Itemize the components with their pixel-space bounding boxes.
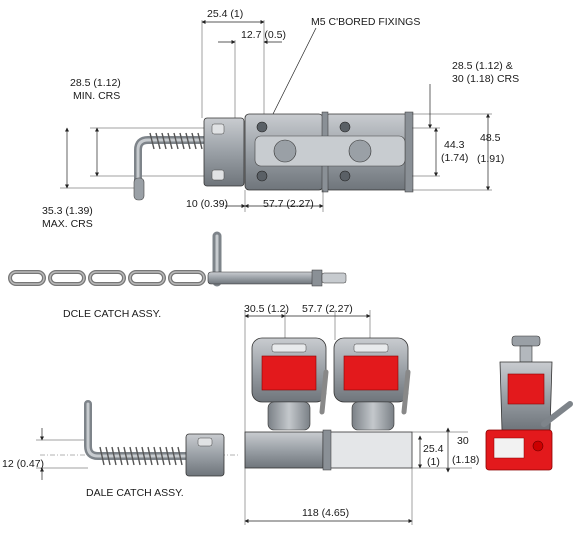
front-view bbox=[244, 310, 472, 525]
dim-118: 118 (4.65) bbox=[302, 507, 349, 519]
top-view bbox=[60, 19, 492, 212]
dim-12: 12 (0.47) bbox=[2, 458, 44, 470]
max-crs-value: 35.3 (1.39) bbox=[42, 205, 93, 217]
dim-48-5-inch: (1.91) bbox=[477, 153, 504, 165]
dim-30-value: 30 bbox=[457, 435, 469, 447]
dim-30-5: 30.5 (1.2) bbox=[244, 303, 289, 315]
dimension-labels: 25.4 (1) 12.7 (0.5) M5 C'BORED FIXINGS 2… bbox=[2, 8, 519, 519]
dim-25-4: 25.4 (1) bbox=[207, 8, 243, 20]
dim-57-7-mid: 57.7 (2.27) bbox=[302, 303, 353, 315]
dim-25-4-v-value: 25.4 bbox=[423, 443, 444, 455]
side-view bbox=[485, 335, 573, 471]
fixings-label: M5 C'BORED FIXINGS bbox=[311, 16, 420, 28]
dcle-catch bbox=[8, 231, 347, 287]
dim-48-5-value: 48.5 bbox=[480, 132, 501, 144]
dim-30-inch: (1.18) bbox=[452, 454, 479, 466]
dim-44-3-value: 44.3 bbox=[444, 139, 465, 151]
dim-12-7: 12.7 (0.5) bbox=[241, 29, 286, 41]
crs-top-line1: 28.5 (1.12) & bbox=[452, 60, 513, 72]
dim-57-7-top: 57.7 (2.27) bbox=[263, 198, 314, 210]
dale-catch bbox=[36, 400, 240, 480]
dim-25-4-v-inch: (1) bbox=[427, 456, 440, 468]
max-crs-label: MAX. CRS bbox=[42, 218, 93, 230]
dim-10: 10 (0.39) bbox=[186, 198, 228, 210]
min-crs-value: 28.5 (1.12) bbox=[70, 77, 121, 89]
min-crs-label: MIN. CRS bbox=[73, 90, 120, 102]
crs-top-line2: 30 (1.18) CRS bbox=[452, 73, 519, 85]
dim-44-3-inch: (1.74) bbox=[441, 152, 468, 164]
dcle-caption: DCLE CATCH ASSY. bbox=[63, 308, 161, 320]
dale-caption: DALE CATCH ASSY. bbox=[86, 487, 184, 499]
